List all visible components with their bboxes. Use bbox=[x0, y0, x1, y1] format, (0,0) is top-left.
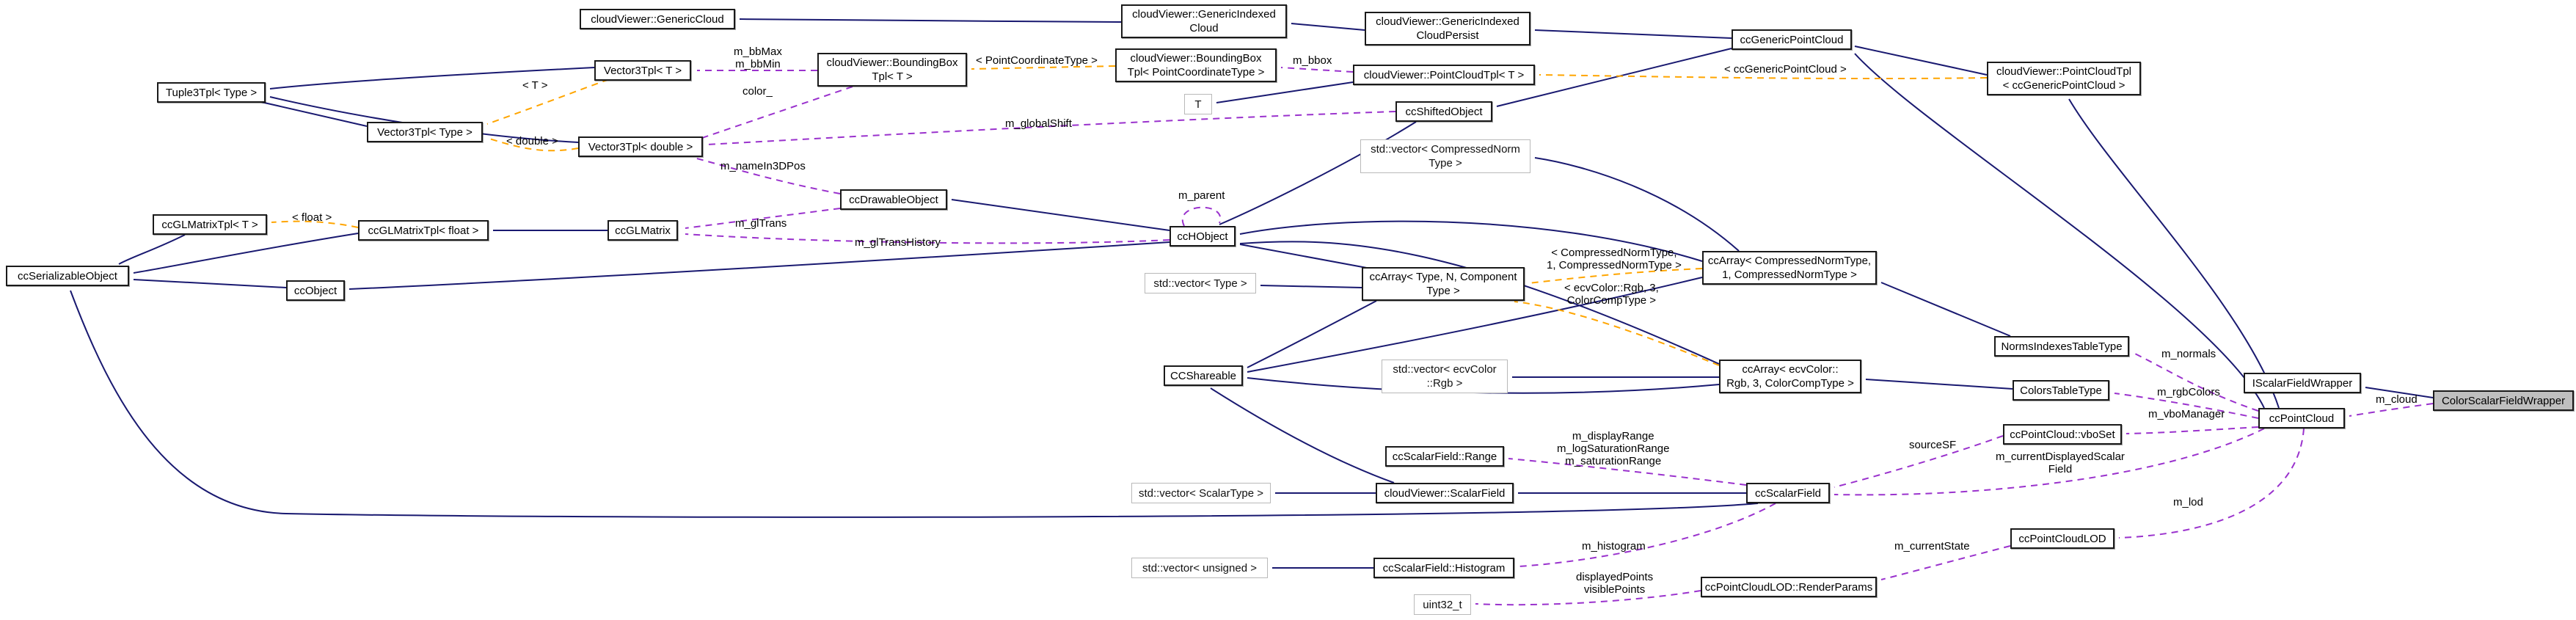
edge-label-m-bbox: m_bbox bbox=[1293, 54, 1332, 67]
class-node-ccarray-ecvcolor-rgb[interactable]: ccArray< ecvColor:: Rgb, 3, ColorCompTyp… bbox=[1719, 360, 1861, 393]
edge-label-m-lod: m_lod bbox=[2173, 496, 2203, 508]
class-node-std-vector-type: std::vector< Type > bbox=[1145, 273, 1256, 293]
class-node-ccobject[interactable]: ccObject bbox=[286, 280, 345, 301]
class-node-ccscalarfield[interactable]: ccScalarField bbox=[1746, 483, 1830, 503]
class-node-ccglmatrix[interactable]: ccGLMatrix bbox=[607, 220, 678, 241]
class-node-iscalarfieldwrapper[interactable]: IScalarFieldWrapper bbox=[2244, 373, 2361, 393]
class-node-normsindexestabletype[interactable]: NormsIndexesTableType bbox=[1994, 336, 2129, 357]
class-node-vector3tpl-double[interactable]: Vector3Tpl< double > bbox=[578, 136, 703, 157]
edge-label-m-currentstate: m_currentState bbox=[1894, 540, 1970, 552]
edge-label-m-namein3dpos: m_nameIn3DPos bbox=[720, 160, 806, 172]
edge-label-m-ranges: m_displayRange m_logSaturationRange m_sa… bbox=[1557, 430, 1670, 467]
class-node-ccdrawableobject[interactable]: ccDrawableObject bbox=[840, 189, 947, 210]
class-node-ccpointcloud-vboset[interactable]: ccPointCloud::vboSet bbox=[2003, 424, 2122, 445]
class-node-colorscalarfieldwrapper: ColorScalarFieldWrapper bbox=[2433, 390, 2574, 411]
edge-label-m-gltrans: m_glTrans bbox=[735, 217, 787, 230]
class-node-boundingboxtpl-pointcoordinatetype[interactable]: cloudViewer::BoundingBox Tpl< PointCoord… bbox=[1115, 48, 1277, 82]
class-node-cchobject[interactable]: ccHObject bbox=[1170, 226, 1236, 247]
class-node-cloudviewer-scalarfield[interactable]: cloudViewer::ScalarField bbox=[1376, 483, 1514, 503]
edge-label-color: color_ bbox=[742, 85, 773, 98]
class-node-ccglmatrixtpl-float[interactable]: ccGLMatrixTpl< float > bbox=[358, 220, 489, 241]
class-node-ccserializableobject[interactable]: ccSerializableObject bbox=[6, 266, 129, 286]
class-node-cloudviewer-genericindexedcloud[interactable]: cloudViewer::GenericIndexed Cloud bbox=[1121, 4, 1287, 38]
class-node-cloudviewer-genericcloud[interactable]: cloudViewer::GenericCloud bbox=[580, 9, 735, 29]
class-node-pointcloudtpl-ccgenericpointcloud[interactable]: cloudViewer::PointCloudTpl < ccGenericPo… bbox=[1987, 62, 2141, 95]
class-node-ccarray-compressednormtype[interactable]: ccArray< CompressedNormType, 1, Compress… bbox=[1702, 251, 1877, 285]
edge-label-m-globalshift: m_globalShift bbox=[1005, 117, 1072, 130]
edge-label-m-cloud: m_cloud bbox=[2376, 393, 2418, 406]
edge-label-m-vbomanager: m_vboManager bbox=[2148, 408, 2225, 420]
class-node-vector3tpl-type[interactable]: Vector3Tpl< Type > bbox=[367, 122, 483, 142]
edge-label-displayed-visible-points: displayedPoints visiblePoints bbox=[1576, 571, 1654, 596]
class-node-vector3tpl-t[interactable]: Vector3Tpl< T > bbox=[594, 60, 691, 81]
class-node-tuple3tpl-type[interactable]: Tuple3Tpl< Type > bbox=[157, 82, 266, 103]
class-node-std-vector-compressednormtype: std::vector< CompressedNorm Type > bbox=[1360, 139, 1530, 173]
class-node-colorstabletype[interactable]: ColorsTableType bbox=[2013, 380, 2109, 401]
edge-label-template-pointcoordinatetype: < PointCoordinateType > bbox=[976, 54, 1098, 67]
edge-label-m-rgbcolors: m_rgbColors bbox=[2157, 386, 2220, 398]
class-node-t-param: T bbox=[1184, 94, 1212, 114]
class-node-ccshareable[interactable]: CCShareable bbox=[1164, 365, 1243, 386]
class-node-ccshiftedobject[interactable]: ccShiftedObject bbox=[1395, 101, 1492, 122]
edge-label-m-currentdisplayedscalarfield: m_currentDisplayedScalar Field bbox=[1996, 451, 2125, 475]
class-node-std-vector-scalartype: std::vector< ScalarType > bbox=[1131, 483, 1271, 503]
class-node-uint32-t: uint32_t bbox=[1414, 594, 1471, 615]
class-node-ccscalarfield-range[interactable]: ccScalarField::Range bbox=[1385, 446, 1504, 467]
edge-label-sourcesf: sourceSF bbox=[1909, 439, 1957, 451]
edge-label-m-parent: m_parent bbox=[1178, 189, 1225, 202]
edge-label-template-ccgenericpointcloud: < ccGenericPointCloud > bbox=[1724, 63, 1847, 76]
edge-label-template-float: < float > bbox=[292, 211, 332, 224]
edge-label-template-ecvcolor: < ecvColor::Rgb, 3, ColorCompType > bbox=[1564, 282, 1659, 307]
edge-label-m-gltranshistory: m_glTransHistory bbox=[855, 236, 941, 249]
class-node-ccpointcloudlod-renderparams[interactable]: ccPointCloudLOD::RenderParams bbox=[1701, 577, 1877, 597]
class-node-boundingboxtpl-t[interactable]: cloudViewer::BoundingBox Tpl< T > bbox=[817, 53, 967, 87]
class-node-pointcloudtpl-t[interactable]: cloudViewer::PointCloudTpl< T > bbox=[1353, 65, 1535, 85]
class-node-ccgenericpointcloud[interactable]: ccGenericPointCloud bbox=[1732, 29, 1852, 50]
class-node-ccarray-generic[interactable]: ccArray< Type, N, Component Type > bbox=[1362, 267, 1525, 301]
class-node-std-vector-ecvcolor-rgb: std::vector< ecvColor ::Rgb > bbox=[1382, 360, 1508, 393]
edge-label-m-normals: m_normals bbox=[2161, 348, 2216, 360]
class-node-cloudviewer-genericindexedcloudpersist[interactable]: cloudViewer::GenericIndexed CloudPersist bbox=[1365, 12, 1530, 45]
edge-label-m-bbmax-bbmin: m_bbMax m_bbMin bbox=[734, 45, 782, 70]
edge-label-template-double: < double > bbox=[506, 135, 558, 147]
class-node-ccpointcloud[interactable]: ccPointCloud bbox=[2258, 408, 2345, 428]
edge-label-template-t: < T > bbox=[522, 79, 548, 92]
class-node-ccglmatrixtpl-t[interactable]: ccGLMatrixTpl< T > bbox=[153, 214, 267, 235]
edge-label-m-histogram: m_histogram bbox=[1582, 540, 1646, 552]
edge-label-template-compressednorm: < CompressedNormType, 1, CompressedNormT… bbox=[1547, 247, 1682, 271]
class-node-ccscalarfield-histogram[interactable]: ccScalarField::Histogram bbox=[1373, 558, 1514, 578]
class-node-std-vector-unsigned: std::vector< unsigned > bbox=[1131, 558, 1268, 578]
class-node-ccpointcloudlod[interactable]: ccPointCloudLOD bbox=[2010, 528, 2115, 549]
